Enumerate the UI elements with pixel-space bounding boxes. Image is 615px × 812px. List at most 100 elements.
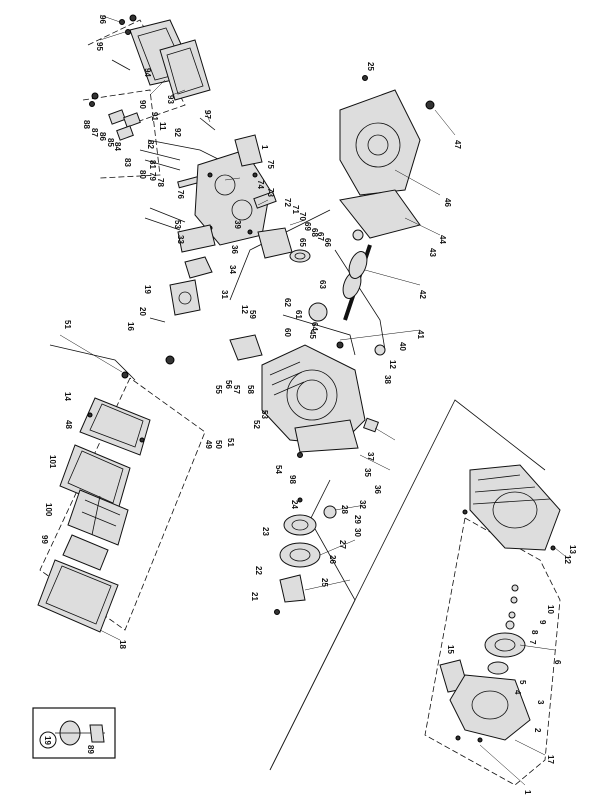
callout-24: 24 <box>290 500 299 509</box>
callout-39: 39 <box>233 220 242 229</box>
callout-68: 68 <box>310 228 319 237</box>
group-outlines <box>39 19 561 786</box>
callout-27: 27 <box>338 540 347 549</box>
callout-72: 72 <box>283 198 292 207</box>
callout-66: 66 <box>323 238 332 247</box>
callout-10: 10 <box>546 605 555 614</box>
callout-44: 44 <box>438 235 447 244</box>
callout-95: 95 <box>95 42 104 51</box>
callout-49: 49 <box>204 440 213 449</box>
callout-75: 75 <box>266 160 275 169</box>
crankshaft <box>257 227 372 349</box>
callout-16: 16 <box>126 322 135 331</box>
leader-lines <box>59 14 571 786</box>
callout-25-bottom: 25 <box>320 578 329 587</box>
callout-15: 15 <box>446 645 455 654</box>
callout-34: 34 <box>228 265 237 274</box>
crankcase-cover <box>339 75 435 356</box>
callout-52: 52 <box>252 420 261 429</box>
callout-82: 82 <box>146 140 155 149</box>
callout-51-left: 51 <box>63 320 72 329</box>
callout-76: 76 <box>176 190 185 199</box>
callout-78: 78 <box>156 178 165 187</box>
callout-89: 89 <box>86 745 95 754</box>
callout-91: 91 <box>150 112 159 121</box>
recoil-starter <box>439 584 531 743</box>
callout-53-top: 53 <box>173 220 182 229</box>
callout-37: 37 <box>366 452 375 461</box>
inset-box <box>32 707 116 759</box>
callout-47: 47 <box>453 140 462 149</box>
callout-19: 19 <box>143 285 152 294</box>
callout-18: 18 <box>118 640 127 649</box>
callout-31: 31 <box>220 290 229 299</box>
gears <box>274 497 337 615</box>
callout-88: 88 <box>82 120 91 129</box>
callout-43: 43 <box>428 248 437 257</box>
callout-60: 60 <box>283 328 292 337</box>
callout-59: 59 <box>248 310 257 319</box>
callout-79: 79 <box>148 172 157 181</box>
callout-20: 20 <box>138 307 147 316</box>
callout-4: 4 <box>513 690 522 695</box>
callout-98: 98 <box>288 475 297 484</box>
callout-73: 73 <box>266 188 275 197</box>
callout-62: 62 <box>283 298 292 307</box>
callout-74: 74 <box>256 180 265 189</box>
callout-56: 56 <box>224 380 233 389</box>
callout-54: 54 <box>274 465 283 474</box>
callout-26: 26 <box>328 555 337 564</box>
callout-70: 70 <box>298 212 307 221</box>
callout-2: 2 <box>533 728 542 733</box>
callout-36-mid: 36 <box>373 485 382 494</box>
callout-23: 23 <box>261 527 270 536</box>
recoil-housing <box>462 464 561 551</box>
carburetor <box>149 224 216 365</box>
callout-71: 71 <box>291 205 300 214</box>
callout-45: 45 <box>308 330 317 339</box>
callout-50: 50 <box>214 440 223 449</box>
callout-33: 33 <box>176 235 185 244</box>
callout-5: 5 <box>518 680 527 685</box>
rocker-assembly <box>89 92 216 231</box>
callout-7: 7 <box>528 640 537 645</box>
air-filter <box>37 371 151 633</box>
callout-99: 99 <box>40 535 49 544</box>
callout-57: 57 <box>232 385 241 394</box>
callout-22: 22 <box>254 566 263 575</box>
callout-80: 80 <box>138 170 147 179</box>
callout-41: 41 <box>416 330 425 339</box>
crankcase <box>229 334 379 458</box>
callout-96: 96 <box>98 15 107 24</box>
callout-13: 13 <box>568 545 577 554</box>
callout-42: 42 <box>418 290 427 299</box>
callout-65: 65 <box>298 238 307 247</box>
callout-69: 69 <box>303 222 312 231</box>
callout-48: 48 <box>64 420 73 429</box>
callout-35: 35 <box>363 468 372 477</box>
callout-61: 61 <box>294 310 303 319</box>
callout-1-bottom: 1 <box>523 790 532 795</box>
callout-40: 40 <box>398 342 407 351</box>
callout-labels: 96 95 94 93 97 90 91 92 11 88 87 86 85 8… <box>40 15 577 795</box>
callout-21: 21 <box>250 592 259 601</box>
callout-86: 86 <box>98 132 107 141</box>
callout-12-c: 12 <box>563 555 572 564</box>
callout-6: 6 <box>553 660 562 665</box>
callout-25-top: 25 <box>366 62 375 71</box>
callout-83: 83 <box>123 158 132 167</box>
callout-29: 29 <box>353 515 362 524</box>
callout-1-top: 1 <box>260 145 269 150</box>
callout-58: 58 <box>246 385 255 394</box>
valve-cover <box>111 14 211 101</box>
callout-28: 28 <box>340 505 349 514</box>
callout-19-inset: 19 <box>43 736 52 745</box>
callout-94: 94 <box>143 68 152 77</box>
callout-84: 84 <box>113 142 122 151</box>
callout-32: 32 <box>358 500 367 509</box>
callout-3: 3 <box>536 700 545 705</box>
callout-38: 38 <box>383 375 392 384</box>
callout-63: 63 <box>318 280 327 289</box>
callout-64: 64 <box>310 322 319 331</box>
callout-53-mid: 53 <box>260 410 269 419</box>
